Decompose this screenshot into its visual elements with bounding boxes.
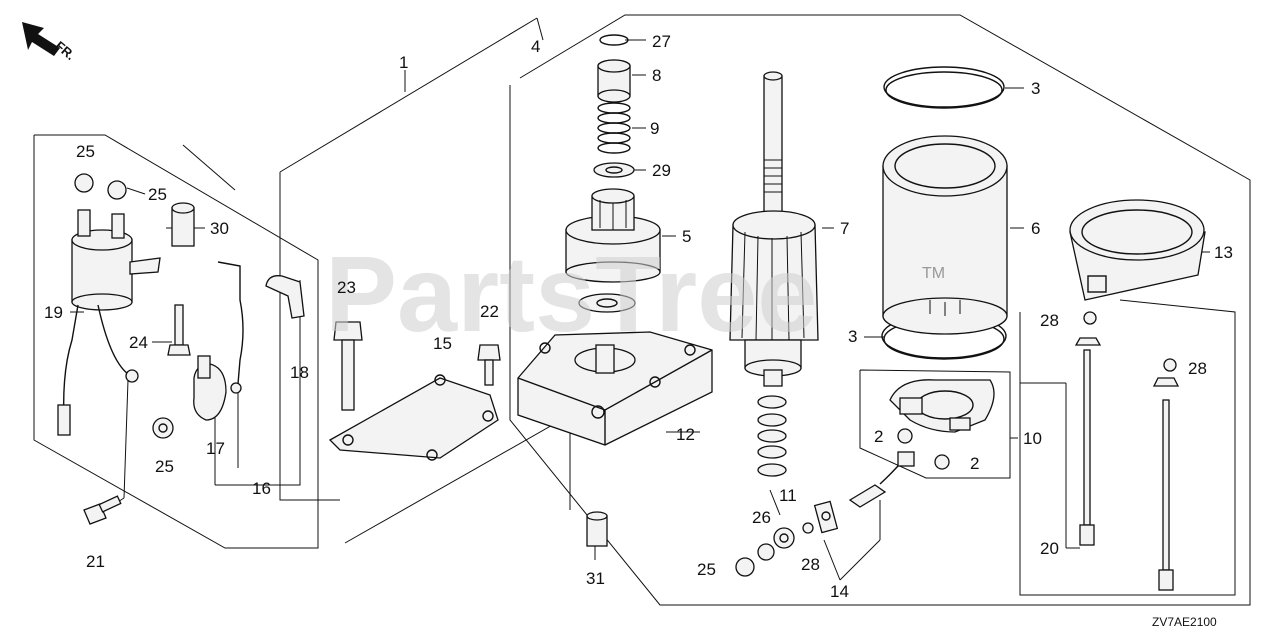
- nut-25d: [735, 557, 755, 577]
- watermark-tm: TM: [922, 265, 946, 282]
- bracket-group-20: [1019, 299, 1236, 596]
- callout-25: 25: [148, 185, 167, 204]
- front-cover-12: [517, 331, 713, 446]
- cable-16: [217, 261, 244, 385]
- washer-28a: [1083, 311, 1097, 325]
- diagram-code: ZV7AE2100: [1152, 615, 1217, 629]
- callout-2: 2: [874, 427, 884, 446]
- callout-14: 14: [830, 582, 849, 601]
- callout-16: 16: [252, 479, 271, 498]
- front-arrow-icon: [22, 22, 60, 56]
- callout-15: 15: [433, 334, 452, 353]
- solenoid-19: [57, 209, 161, 436]
- callout-4: 4: [531, 37, 541, 56]
- callout-28: 28: [1040, 311, 1059, 330]
- callout-9: 9: [650, 119, 660, 138]
- terminal-14: [813, 451, 915, 534]
- yoke-6: [882, 135, 1008, 335]
- callout-31: 31: [586, 569, 605, 588]
- nut-2a: [897, 428, 913, 444]
- cable-boot-18: [265, 275, 305, 319]
- watermark: PartsTree: [325, 233, 818, 354]
- washer-29: [593, 162, 635, 178]
- callout-8: 8: [652, 66, 662, 85]
- callout-3: 3: [848, 327, 858, 346]
- nut-25b: [107, 180, 127, 200]
- callout-30: 30: [210, 219, 229, 238]
- brush-holder-10: [889, 379, 995, 433]
- gasket-15: [328, 377, 499, 459]
- through-bolt-20a: [1074, 337, 1102, 546]
- callout-22: 22: [480, 302, 499, 321]
- callout-28: 28: [1188, 359, 1207, 378]
- boot-30: [171, 207, 195, 247]
- callout-6: 6: [1031, 219, 1041, 238]
- nut-25c: [152, 417, 174, 439]
- bolt-23: [333, 321, 363, 411]
- callout-28: 28: [801, 555, 820, 574]
- callout-3: 3: [1031, 79, 1041, 98]
- snap-ring-27: [599, 34, 629, 46]
- callout-2: 2: [970, 454, 980, 473]
- callout-10: 10: [1023, 429, 1042, 448]
- bracket-group-4: [509, 14, 1251, 606]
- callout-13: 13: [1214, 243, 1233, 262]
- bolt-22: [477, 344, 501, 386]
- callout-26: 26: [752, 508, 771, 527]
- callout-29: 29: [652, 161, 671, 180]
- bracket-group-10: [859, 369, 1011, 479]
- washer-26: [757, 543, 775, 561]
- callout-1: 1: [399, 53, 409, 72]
- bracket-group-left: [33, 134, 319, 549]
- armature-washers: [757, 395, 787, 477]
- callout-25: 25: [155, 457, 174, 476]
- nut-11: [773, 527, 795, 549]
- callout-23: 23: [337, 278, 356, 297]
- thrust-washer: [578, 293, 636, 313]
- armature-7: [729, 71, 819, 387]
- callout-5: 5: [682, 227, 692, 246]
- bolt-24: [167, 304, 191, 356]
- callout-11: 11: [779, 486, 797, 505]
- callout-20: 20: [1040, 539, 1059, 558]
- callout-12: 12: [676, 425, 695, 444]
- washer-28c: [802, 522, 814, 534]
- pinion-drive-5: [565, 188, 661, 283]
- rear-cover-13: [1069, 199, 1206, 301]
- callout-17: 17: [206, 439, 225, 458]
- callout-25: 25: [76, 142, 95, 161]
- through-bolt-20b: [1152, 377, 1180, 591]
- callout-25: 25: [697, 560, 716, 579]
- callout-19: 19: [44, 303, 63, 322]
- nut-25a: [74, 173, 94, 193]
- callout-24: 24: [129, 333, 148, 352]
- washer-28b: [1163, 358, 1177, 372]
- o-ring-3-top: [883, 66, 1005, 108]
- callout-7: 7: [840, 219, 850, 238]
- spring-9: [597, 102, 631, 154]
- callout-18: 18: [290, 363, 309, 382]
- nut-2b: [934, 454, 950, 470]
- callout-21: 21: [86, 552, 105, 571]
- bolt-21: [83, 495, 122, 525]
- callout-27: 27: [652, 32, 671, 51]
